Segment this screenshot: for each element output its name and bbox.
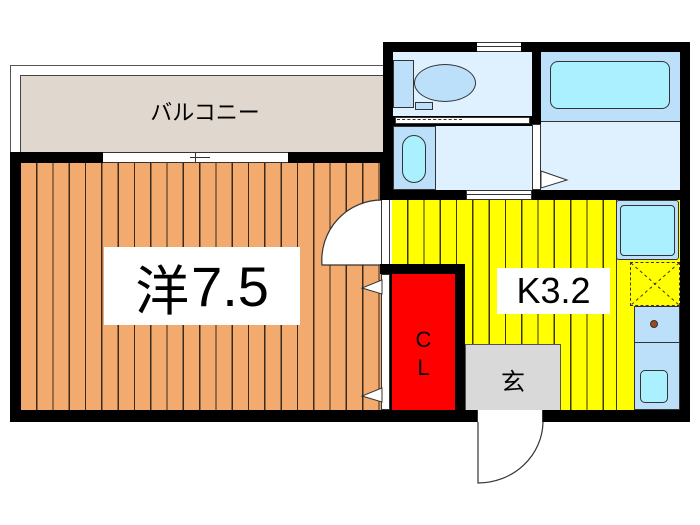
- closet-door[interactable]: [381, 274, 390, 410]
- balcony-label: バルコニー: [150, 100, 260, 126]
- wall-north-right: [288, 152, 388, 163]
- closet-label-l2: L: [417, 355, 430, 380]
- closet-fill: [392, 274, 455, 410]
- entrance: [465, 344, 561, 410]
- stove-knob-icon: [650, 320, 658, 328]
- toilet-window-line: [477, 46, 521, 47]
- kitchen-wall-north: [383, 190, 466, 200]
- bath-door[interactable]: [532, 124, 541, 190]
- toilet-window[interactable]: [477, 42, 521, 52]
- toilet-paper: [415, 102, 433, 110]
- washbasin: [402, 135, 426, 183]
- toilet-bowl: [414, 64, 476, 102]
- western-room-label: 洋 7.5: [104, 247, 300, 325]
- kitchen-wall-north-right: [532, 190, 690, 200]
- stove-burner: [640, 370, 668, 403]
- western-room-kanji: 洋: [135, 259, 190, 323]
- wall-partition-mid: [380, 264, 390, 274]
- stove-divider: [634, 342, 680, 343]
- sink-basin: [620, 205, 675, 256]
- wall-north-left: [10, 152, 103, 163]
- toilet-tank: [393, 60, 414, 108]
- wall-west: [10, 152, 21, 422]
- toilet-door-dash: [397, 119, 462, 120]
- kitchen-label: K3.2: [497, 268, 610, 314]
- balcony-window-mullion: [195, 152, 196, 162]
- toilet-door[interactable]: [395, 117, 530, 124]
- washroom-door-line: [466, 194, 532, 195]
- closet-label-overlay: C L: [392, 322, 455, 386]
- front-door-frame[interactable]: [477, 410, 543, 422]
- washroom-door[interactable]: [466, 190, 532, 200]
- bathtub-basin: [550, 61, 670, 109]
- wall-east: [680, 42, 690, 422]
- western-room-size: 7.5: [191, 254, 269, 318]
- entrance-label: 玄: [501, 367, 525, 396]
- closet-label-c2: C: [415, 327, 432, 352]
- balcony-window-sash: [190, 157, 210, 158]
